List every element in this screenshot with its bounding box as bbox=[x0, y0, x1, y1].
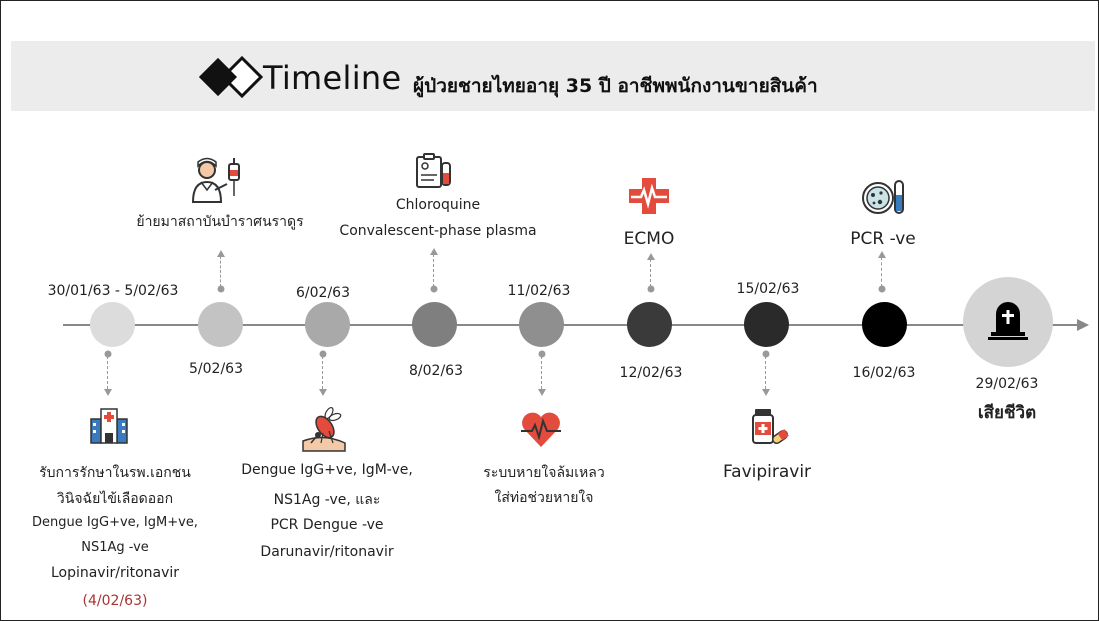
event-2-date: 5/02/63 bbox=[189, 361, 243, 377]
nurse-iv-icon bbox=[191, 157, 240, 203]
timeline-node-4 bbox=[412, 302, 457, 347]
event-9-note-1: เสียชีวิต bbox=[977, 403, 1037, 423]
event-4-note-1: Chloroquine bbox=[395, 197, 481, 213]
connector-dot bbox=[762, 350, 770, 358]
event-3-note-1: Dengue IgG+ve, IgM-ve, bbox=[241, 462, 413, 478]
connector-arrow bbox=[104, 389, 112, 396]
connector-dot bbox=[647, 285, 655, 293]
event-2-note-1: ย้ายมาสถาบันบำราศนราดูร bbox=[136, 214, 304, 230]
connector-line bbox=[220, 256, 221, 287]
connector-dot bbox=[319, 350, 327, 358]
event-1-note-3: Dengue IgG+ve, IgM+ve, bbox=[32, 515, 198, 530]
connector-arrow bbox=[762, 389, 770, 396]
connector-dot bbox=[878, 285, 886, 293]
timeline-node-7 bbox=[744, 302, 789, 347]
timeline-node-3 bbox=[305, 302, 350, 347]
timeline-node-8 bbox=[862, 302, 907, 347]
event-5-note-1: ระบบหายใจล้มเหลว bbox=[483, 465, 605, 481]
event-8-note-1: PCR -ve bbox=[850, 229, 916, 249]
event-3-note-3: PCR Dengue -ve bbox=[270, 517, 384, 533]
connector-arrow bbox=[217, 250, 225, 257]
event-3-note-2: NS1Ag -ve, และ bbox=[273, 492, 381, 508]
event-1-note-5: Lopinavir/ritonavir bbox=[50, 565, 180, 581]
medicine-pills-icon bbox=[752, 409, 789, 445]
connector-arrow bbox=[319, 389, 327, 396]
connector-dot bbox=[538, 350, 546, 358]
connector-line bbox=[541, 356, 542, 389]
timeline-node-2 bbox=[198, 302, 243, 347]
event-5-note-2: ใส่ท่อช่วยหายใจ bbox=[494, 490, 594, 506]
connector-arrow bbox=[647, 253, 655, 260]
page-subtitle: ผู้ป่วยชายไทยอายุ 35 ปี อาชีพพนักงานขายส… bbox=[413, 75, 818, 97]
connector-arrow bbox=[538, 389, 546, 396]
timeline-node-1 bbox=[90, 302, 135, 347]
heartbeat-icon bbox=[521, 412, 561, 447]
event-7-note-1: Favipiravir bbox=[722, 462, 812, 482]
connector-line bbox=[107, 356, 108, 389]
event-7-date: 15/02/63 bbox=[736, 281, 800, 297]
connector-dot bbox=[104, 350, 112, 358]
tombstone-icon bbox=[988, 302, 1028, 340]
event-9-date: 29/02/63 bbox=[975, 376, 1039, 392]
hospital-icon bbox=[90, 408, 128, 444]
event-1-note-6: (4/02/63) bbox=[82, 593, 148, 609]
event-1-note-4: NS1Ag -ve bbox=[81, 540, 149, 555]
connector-dot bbox=[430, 285, 438, 293]
header-banner bbox=[11, 41, 1095, 111]
petri-dish-test-tube-icon bbox=[862, 180, 904, 214]
connector-line bbox=[881, 257, 882, 287]
connector-line bbox=[433, 254, 434, 287]
event-8-date: 16/02/63 bbox=[852, 365, 916, 381]
medical-cross-heartbeat-icon bbox=[629, 178, 669, 214]
connector-dot bbox=[217, 285, 225, 293]
event-1-note-2: วินิจฉัยไข้เลือดออก bbox=[56, 491, 174, 507]
event-4-date: 8/02/63 bbox=[409, 363, 463, 379]
event-3-date: 6/02/63 bbox=[296, 285, 350, 301]
double-diamond-icon bbox=[199, 56, 264, 98]
page-title: Timeline bbox=[263, 59, 402, 97]
event-6-date: 12/02/63 bbox=[619, 365, 683, 381]
event-1-note-1: รับการรักษาในรพ.เอกชน bbox=[39, 465, 191, 481]
event-1-date: 30/01/63 - 5/02/63 bbox=[47, 283, 179, 299]
event-3-note-4: Darunavir/ritonavir bbox=[260, 544, 394, 560]
connector-line bbox=[322, 356, 323, 389]
event-5-date: 11/02/63 bbox=[507, 283, 571, 299]
connector-line bbox=[650, 259, 651, 287]
timeline-node-6 bbox=[627, 302, 672, 347]
connector-arrow bbox=[430, 248, 438, 255]
event-6-note-1: ECMO bbox=[623, 229, 675, 249]
connector-line bbox=[765, 356, 766, 389]
timeline-arrowhead bbox=[1077, 319, 1089, 331]
timeline-axis bbox=[63, 324, 1078, 326]
timeline-node-5 bbox=[519, 302, 564, 347]
mosquito-icon bbox=[302, 406, 346, 452]
connector-arrow bbox=[878, 251, 886, 258]
event-4-note-2: Convalescent-phase plasma bbox=[339, 223, 537, 239]
medical-chart-icon bbox=[416, 153, 451, 188]
